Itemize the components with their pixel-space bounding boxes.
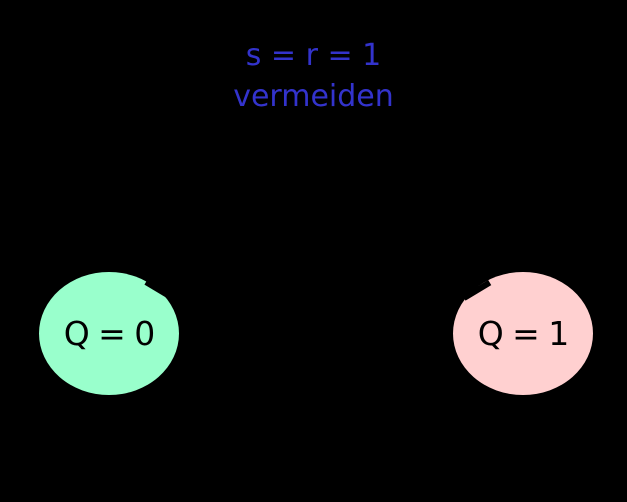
caption-line-1: s = r = 1 <box>245 38 382 73</box>
caption: s = r = 1 vermeiden <box>0 35 627 117</box>
state-label-q1: Q = 1 <box>477 314 570 353</box>
caption-line-2: vermeiden <box>233 79 394 114</box>
state-node-q0: Q = 0 <box>39 272 179 395</box>
state-label-q0: Q = 0 <box>63 314 156 353</box>
